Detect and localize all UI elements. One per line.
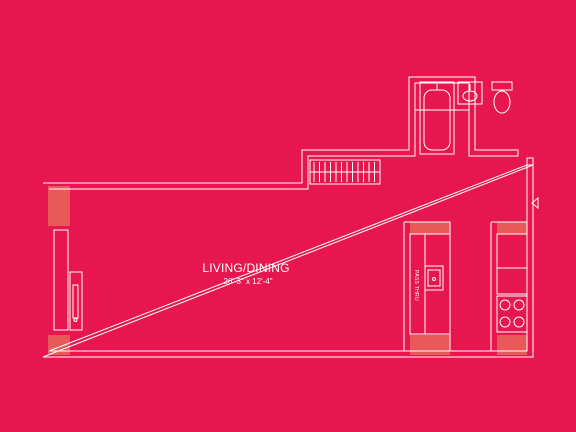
room-dimensions-living: 26'-3" x 12'-4": [223, 277, 272, 286]
radiator-icon: [309, 159, 381, 185]
door-arrow-icon: [531, 196, 539, 210]
kitchen-counter-right: [496, 233, 528, 295]
outer-wall: [42, 76, 534, 358]
entry-jamb-right: [526, 157, 534, 166]
bathtub-icon: [419, 81, 455, 155]
stove-icon: [496, 295, 528, 333]
pass-thru-label: PASS THRU: [413, 270, 419, 301]
counter-fill-left: [410, 335, 450, 355]
sink-icon: [457, 81, 483, 105]
stove-burner: [499, 316, 511, 328]
toilet-icon: [491, 81, 513, 114]
accent-fills: [48, 186, 527, 355]
counter-fill-top-right: [497, 222, 527, 234]
stove-burner: [513, 316, 525, 328]
entry-jamb: [514, 149, 519, 157]
window-icon: [53, 229, 83, 331]
corner-fill-bottom-left: [48, 335, 70, 355]
corner-fill-top-left: [48, 186, 70, 226]
room-name-living: LIVING/DINING: [202, 261, 289, 275]
kitchen-sink-icon: [424, 265, 444, 291]
counter-fill-right: [497, 335, 527, 355]
stove-burner: [499, 299, 511, 311]
kitchen-partition-right: [490, 221, 527, 351]
counter-fill-top-kitchen: [410, 222, 450, 234]
stove-burner: [513, 299, 525, 311]
